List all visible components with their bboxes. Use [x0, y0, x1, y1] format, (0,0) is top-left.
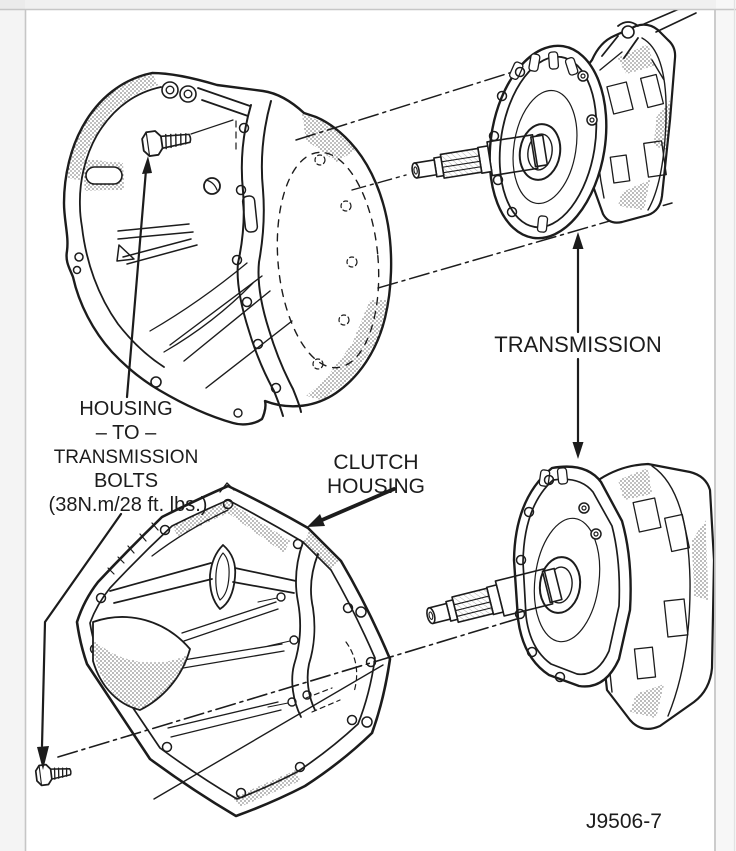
top-clutch-housing-drawing: [62, 71, 393, 426]
input-shaft-bottom: [426, 567, 563, 625]
clutch-housing-label-line2: HOUSING: [327, 475, 425, 498]
housing-bolts-arrow-top: [125, 156, 152, 399]
figure-number: J9506-7: [586, 810, 662, 833]
alignment-centerlines-top: [295, 68, 673, 289]
housing-bolts-label-line3: TRANSMISSION: [54, 447, 199, 468]
housing-bolts-label-line1: HOUSING: [79, 398, 172, 420]
bottom-transmission-drawing: [426, 462, 716, 731]
alignment-centerline-bottom: [57, 611, 541, 758]
housing-bolts-label-line4: BOLTS: [94, 470, 158, 492]
page-margin-top: [0, 0, 736, 9]
housing-bolts-label-line2: – TO –: [96, 422, 157, 444]
bottom-clutch-housing-drawing: [75, 482, 392, 818]
clutch-housing-label: CLUTCH HOUSING: [307, 451, 425, 527]
housing-bolt-top: [141, 130, 192, 157]
housing-bolts-arrow-bottom: [37, 512, 123, 770]
transmission-label: TRANSMISSION: [494, 232, 662, 459]
transmission-label-text: TRANSMISSION: [494, 332, 661, 357]
housing-bolts-torque-spec: (38N.m/28 ft. lbs.): [49, 494, 208, 516]
housing-bolts-label: HOUSING – TO – TRANSMISSION BOLTS (38N.m…: [49, 398, 208, 516]
input-shaft-top: [411, 133, 549, 179]
clutch-housing-label-line1: CLUTCH: [333, 451, 418, 474]
housing-bolt-bottom: [34, 763, 72, 787]
page-margin-left: [0, 0, 25, 851]
top-transmission-drawing: [411, 5, 697, 240]
page-margin-right: [716, 0, 736, 851]
